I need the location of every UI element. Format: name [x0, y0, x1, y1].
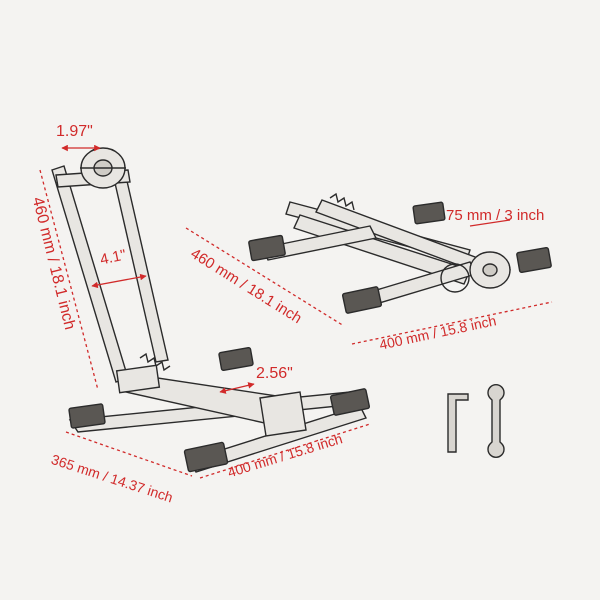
dim-base-depth — [65, 431, 193, 477]
foot-front — [183, 441, 229, 473]
label-wheel-slot-width: 1.97" — [56, 123, 93, 140]
dim-upright-height — [39, 169, 99, 391]
hex-key-icon — [447, 393, 469, 453]
folded-foot-4 — [516, 246, 552, 274]
dim-upright-gap — [91, 273, 147, 289]
upright-rail-right — [111, 167, 169, 363]
unfolded-stand — [51, 147, 371, 473]
foot-back — [218, 346, 254, 372]
dim-folded-width — [351, 301, 553, 345]
dimension-lines — [39, 144, 553, 479]
folded-foot-3 — [412, 201, 446, 225]
label-clamp-width: 2.56" — [256, 365, 293, 382]
dim-clamp-width — [219, 382, 255, 394]
folded-foot-2 — [341, 286, 383, 314]
hinge-block — [115, 364, 161, 394]
foot-right — [329, 388, 371, 416]
rear-clamp — [259, 391, 307, 437]
wrench-icon — [487, 384, 505, 458]
folded-stand — [248, 192, 552, 314]
dim-folded-height-leader — [469, 219, 511, 227]
label-folded-height: 75 mm / 3 inch — [446, 207, 545, 224]
folded-foot-1 — [248, 234, 286, 262]
foot-left — [68, 403, 106, 429]
spring — [139, 352, 171, 372]
folded-roller-small — [440, 263, 470, 293]
dim-folded-length — [185, 227, 345, 327]
